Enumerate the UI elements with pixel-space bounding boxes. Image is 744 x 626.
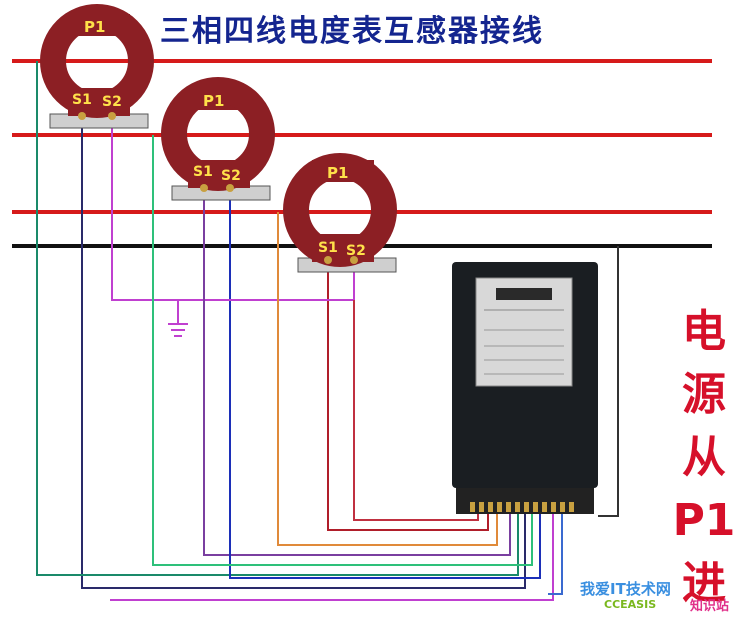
watermark-line-1: 我爱IT技术网 [580, 580, 671, 598]
ct2-s2-label: S2 [221, 168, 241, 184]
ct2-s2-screw [226, 184, 234, 192]
wire-ct3-voltage [277, 212, 498, 546]
wire-ct2-s2 [229, 190, 541, 579]
neutral-drop-wire [598, 246, 619, 517]
ct1-s2-screw [108, 112, 116, 120]
current-transformer-1 [40, 4, 154, 129]
ct3-s2-screw [350, 256, 358, 264]
ct2-s1-label: S1 [193, 164, 213, 180]
energy-meter [452, 262, 598, 514]
ct3-s1-screw [324, 256, 332, 264]
wire-neutral-return [548, 510, 563, 595]
ct3-primary-label: P1 [327, 164, 348, 182]
ct1-primary-label: P1 [84, 18, 105, 36]
wire-common-return [110, 510, 554, 601]
wire-ct3-s1 [327, 262, 489, 531]
ct1-terminal-block [68, 88, 130, 116]
meter-terminals [470, 502, 574, 512]
wire-ct1-s2 [111, 120, 228, 301]
watermark-line-3: CCEASIS [604, 598, 657, 611]
side-caption-char-2: 源 [682, 369, 726, 420]
ct3-s2-label: S2 [346, 243, 366, 259]
wire-ct2-s1 [203, 190, 511, 556]
diagram-title: 三相四线电度表互感器接线 [160, 14, 544, 49]
wire-s2-meter [353, 300, 479, 521]
side-caption-char-4: P1 [672, 495, 736, 546]
ct3-s1-label: S1 [318, 240, 338, 256]
current-transformer-3 [283, 153, 397, 273]
side-caption-char-5: 进 [682, 558, 726, 609]
ct3-terminal-block [312, 234, 374, 262]
current-transformer-2 [161, 77, 275, 201]
side-caption-char-1: 电 [682, 306, 726, 357]
ct2-terminal-block [188, 160, 250, 188]
ground-icon [168, 300, 188, 337]
ct1-s1-label: S1 [72, 92, 92, 108]
secondary-wires [36, 61, 563, 601]
wire-ct1-s1 [81, 120, 526, 589]
watermark-line-2: 知识站 [690, 599, 730, 614]
watermark: 我爱IT技术网 CCEASIS 知识站 [570, 578, 744, 618]
side-caption-char-3: 从 [682, 432, 726, 483]
wire-ct2-voltage [152, 135, 533, 566]
ct2-s1-screw [200, 184, 208, 192]
wire-ct1-voltage [36, 61, 519, 576]
meter-counter-window [496, 288, 552, 300]
ct2-primary-label: P1 [203, 92, 224, 110]
ct1-s1-screw [78, 112, 86, 120]
ct1-s2-label: S2 [102, 94, 122, 110]
side-caption: 电 源 从 P1 进 [668, 300, 740, 615]
